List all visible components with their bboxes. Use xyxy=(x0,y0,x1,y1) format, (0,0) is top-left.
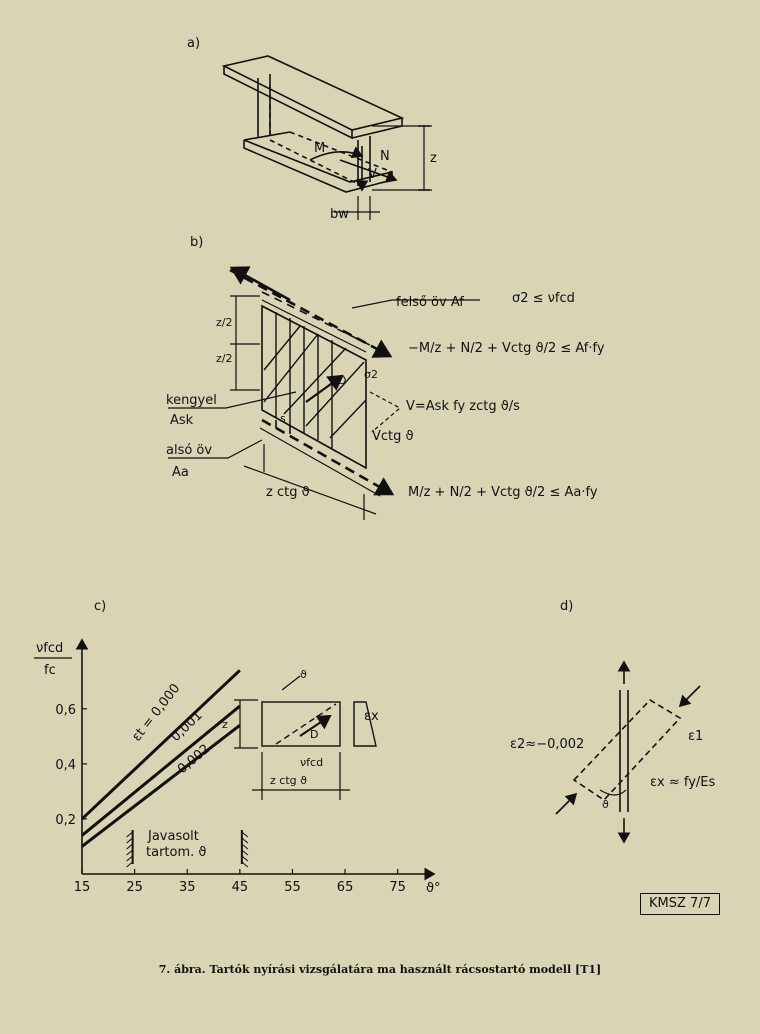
label-V: V xyxy=(368,167,377,182)
y-tick-label: 0,6 xyxy=(55,703,76,718)
range-hatch xyxy=(241,855,249,862)
inset-label-z: z xyxy=(222,718,228,731)
panel-a: a) z bw M N V xyxy=(187,36,437,222)
label-felso-ov: felső öv Af xyxy=(396,295,464,310)
x-tick-label: 45 xyxy=(232,880,249,895)
label-Ask: Ask xyxy=(170,413,194,428)
range-hatch xyxy=(241,861,249,868)
label-z2-lower: z/2 xyxy=(216,352,232,365)
label-theta-d: ϑ xyxy=(602,798,609,811)
range-hatch xyxy=(126,849,133,856)
label-D-b: D xyxy=(338,374,346,387)
panel-b-label: b) xyxy=(190,235,203,250)
y-tick-label: 0,2 xyxy=(55,813,76,828)
range-label-1: Javasolt xyxy=(147,829,199,844)
label-s: s xyxy=(280,412,286,425)
series-label-3: 0,002 xyxy=(175,742,213,777)
label-N: N xyxy=(380,149,390,164)
tie-bar xyxy=(619,690,629,812)
y-tick-label: 0,4 xyxy=(55,758,76,773)
panel-a-label: a) xyxy=(187,36,200,51)
label-z-a: z xyxy=(430,151,437,166)
inset-label-ex: εx xyxy=(364,709,379,724)
label-e2: ε2≈−0,002 xyxy=(510,737,584,752)
range-label-2: tartom. ϑ xyxy=(146,845,206,860)
top-flange-edge xyxy=(223,66,353,140)
label-sigma2-limit: σ2 ≤ νfcd xyxy=(512,291,575,306)
range-hatch xyxy=(126,843,133,850)
label-kengyel: kengyel xyxy=(166,393,217,408)
series-line-3 xyxy=(81,724,241,848)
range-hatch xyxy=(126,831,133,838)
panel-c-label: c) xyxy=(94,599,106,614)
x-tick-label: 25 xyxy=(126,880,143,895)
series-line-1 xyxy=(80,669,241,821)
range-hatch xyxy=(126,855,133,862)
label-bw: bw xyxy=(330,207,349,222)
inset-label-zctg: z ctg ϑ xyxy=(270,774,307,787)
x-tick-label: 15 xyxy=(74,880,91,895)
range-hatch xyxy=(241,831,249,838)
label-zctg-b: z ctg ϑ xyxy=(266,485,310,500)
inset-label-nufcd: νfcd xyxy=(300,756,323,769)
label-z2-upper: z/2 xyxy=(216,316,232,329)
figure-caption: 7. ábra. Tartók nyírási vizsgálatára ma … xyxy=(158,963,602,976)
x-axis-label: ϑ° xyxy=(426,881,441,896)
x-tick-label: 35 xyxy=(179,880,196,895)
label-ex-d: εx ≈ fy/Es xyxy=(650,775,716,790)
moment-arrow xyxy=(309,146,364,161)
range-hatch xyxy=(241,849,249,856)
series-line-2 xyxy=(81,704,241,837)
range-hatch xyxy=(241,837,249,844)
range-hatch xyxy=(126,837,133,844)
inset-label-D: D xyxy=(310,728,318,741)
bottom-chord-equation: M/z + N/2 + Vctg ϑ/2 ≤ Aa·fy xyxy=(408,485,598,500)
label-e1: ε1 xyxy=(688,729,703,744)
chart-c-inset xyxy=(234,675,377,800)
x-tick-label: 55 xyxy=(284,880,301,895)
bottom-chord xyxy=(261,418,395,496)
stirrups xyxy=(275,312,333,448)
y-axis-label-denominator: fc xyxy=(44,663,56,678)
x-tick-label: 65 xyxy=(337,880,354,895)
panel-d: d) ε1 ε2≈−0,002 εx ≈ fy/Es ϑ xyxy=(510,599,716,844)
top-chord-equation: −M/z + N/2 + Vctg ϑ/2 ≤ Af·fy xyxy=(408,341,605,356)
panel-d-label: d) xyxy=(560,599,573,614)
web-frame xyxy=(261,304,367,470)
range-hatch xyxy=(241,843,249,850)
x-tick-label: 75 xyxy=(389,880,406,895)
panel-b: b) felső öv Af σ2 ≤ νfcd −M/z + N/2 + Vc… xyxy=(166,235,605,520)
shear-equation: V=Ask fy zctg ϑ/s xyxy=(406,399,520,414)
label-sigma2-small: σ2 xyxy=(364,368,378,381)
label-Aa: Aa xyxy=(172,465,189,480)
range-hatch xyxy=(126,861,133,868)
inset-label-theta: ϑ xyxy=(300,668,307,681)
normal-force-arrow xyxy=(339,159,398,183)
y-axis-label-numerator: νfcd xyxy=(36,641,63,656)
label-also-ov: alsó öv xyxy=(166,443,212,458)
compression-strut xyxy=(572,698,682,802)
compression-diagonals xyxy=(263,325,367,439)
label-M: M xyxy=(314,141,325,156)
label-vctg: Vctg ϑ xyxy=(372,429,414,444)
figure-code-badge: KMSZ 7/7 xyxy=(640,893,720,915)
